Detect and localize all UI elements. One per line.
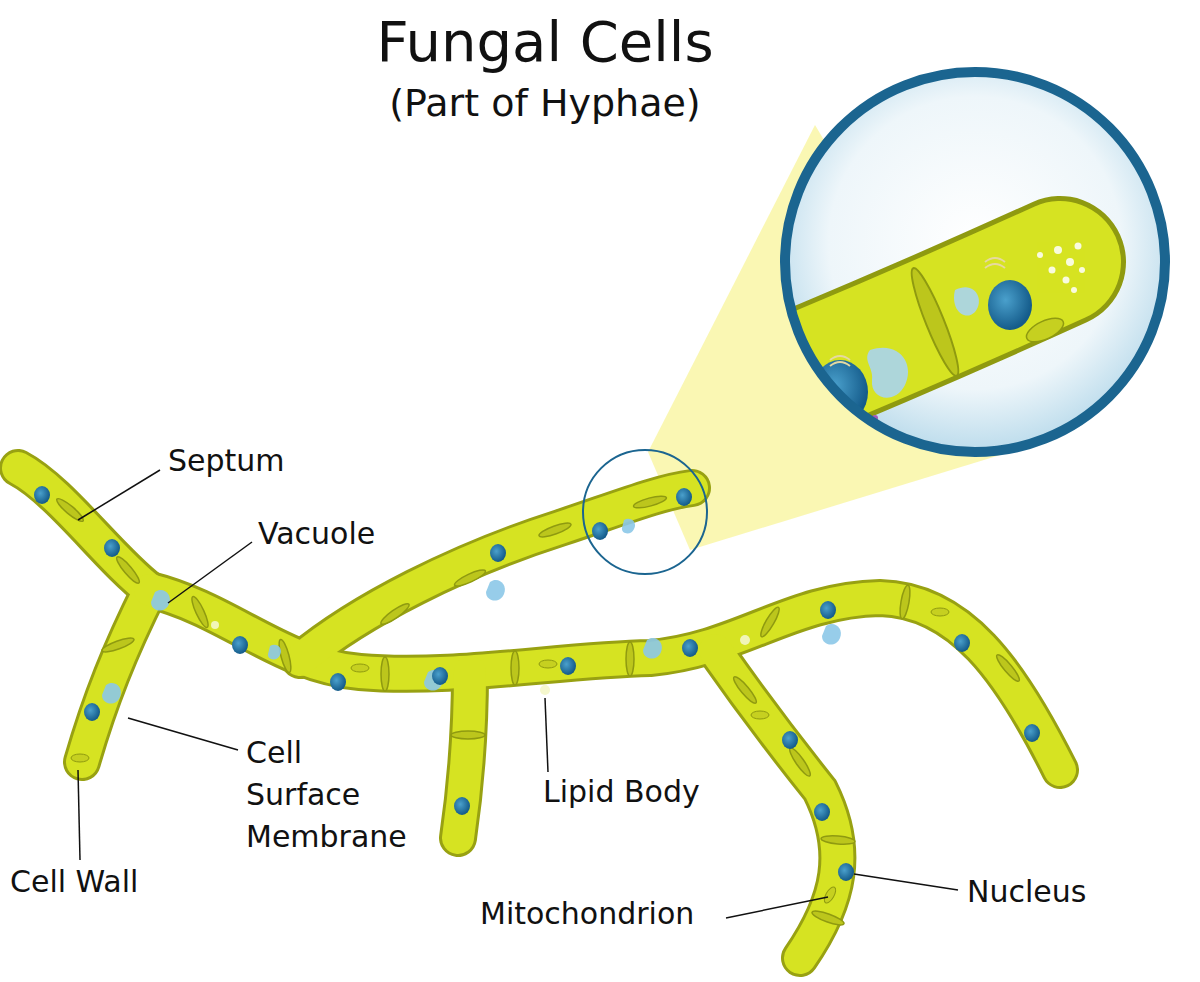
part-label: Cell Wall	[10, 864, 138, 900]
part-label: Mitochondrion	[480, 896, 694, 932]
part-label: Septum	[168, 443, 285, 479]
part-label: Vacuole	[258, 516, 375, 552]
magnified-view	[740, 72, 1165, 452]
part-label: Lipid Body	[543, 774, 700, 810]
diagram-subtitle: (Part of Hyphae)	[389, 80, 700, 126]
septa	[54, 494, 1022, 928]
organelles	[71, 608, 949, 905]
nuclei	[34, 486, 1040, 881]
part-label: Nucleus	[967, 874, 1086, 910]
hyphae	[18, 468, 1060, 958]
lipid-bodies	[211, 621, 750, 695]
diagram-title: Fungal Cells	[376, 8, 713, 75]
leader-lines	[78, 470, 958, 918]
magnifier-ring	[583, 450, 707, 574]
vacuoles	[102, 519, 841, 704]
part-label: Cell Surface Membrane	[246, 732, 424, 858]
